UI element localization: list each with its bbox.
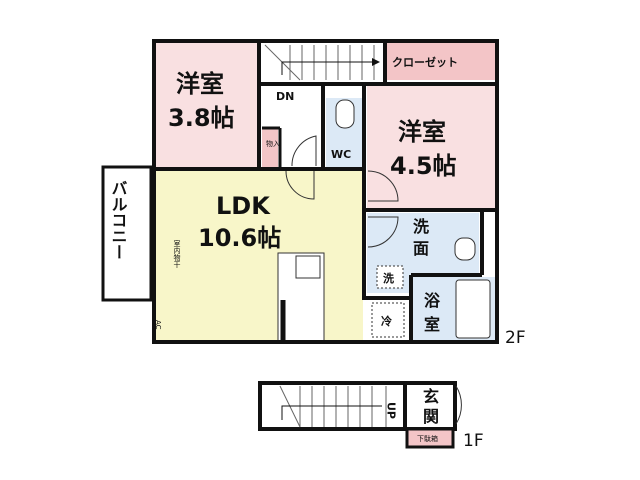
floor-1f-label: 1F: [463, 431, 484, 451]
entrance-label-1: 玄: [423, 387, 439, 406]
stair-treads-1f: [279, 385, 387, 428]
entrance: [403, 381, 457, 431]
western-room-2-name: 洋室: [398, 118, 446, 146]
ldk-name: LDK: [216, 192, 271, 220]
washroom-label-2: 面: [413, 239, 429, 258]
storage: [262, 128, 278, 168]
bath-label-2: 室: [424, 315, 440, 334]
balcony-label: バルコニー: [109, 180, 128, 260]
stairs-dn-label: DN: [276, 90, 294, 103]
walls: [152, 39, 499, 344]
bath-label-1: 浴: [424, 291, 441, 310]
shoe-box-label: 下駄箱: [417, 434, 438, 443]
fridge-label: 冷: [381, 314, 392, 328]
washer-space: [376, 265, 404, 289]
indoor-drying-label: 室内物干: [173, 239, 181, 269]
western-room-2: [367, 86, 495, 208]
closet: [387, 42, 495, 80]
door-swings: [285, 135, 399, 248]
ldk-size: 10.6帖: [198, 224, 281, 252]
toilet-icon: [335, 99, 355, 129]
fridge-space: [371, 302, 405, 338]
balcony: [101, 165, 153, 302]
entrance-door-swing: [455, 385, 462, 425]
storage-label: 物入: [266, 139, 280, 148]
western-room-1-name: 洋室: [176, 70, 224, 98]
washer-label: 洗: [383, 271, 394, 285]
western-room-1: [155, 42, 259, 168]
ldk: [155, 171, 363, 341]
stove-icon: [295, 255, 321, 279]
ac-label: AC: [154, 320, 162, 330]
floor-2f-label: 2F: [505, 328, 526, 348]
western-room-2-size: 4.5帖: [390, 152, 457, 180]
wc-label: WC: [331, 148, 351, 161]
washroom-label-1: 洗: [413, 217, 429, 236]
bathtub-icon: [455, 279, 491, 339]
closet-label: クローゼット: [392, 55, 458, 69]
entrance-label-2: 関: [423, 407, 439, 426]
stairs-up-u: UP: [385, 402, 398, 419]
sink-icon: [454, 237, 476, 261]
shoe-box: [405, 427, 455, 449]
stair-arrow-icon: [372, 58, 380, 66]
western-room-1-size: 3.8帖: [168, 104, 235, 132]
